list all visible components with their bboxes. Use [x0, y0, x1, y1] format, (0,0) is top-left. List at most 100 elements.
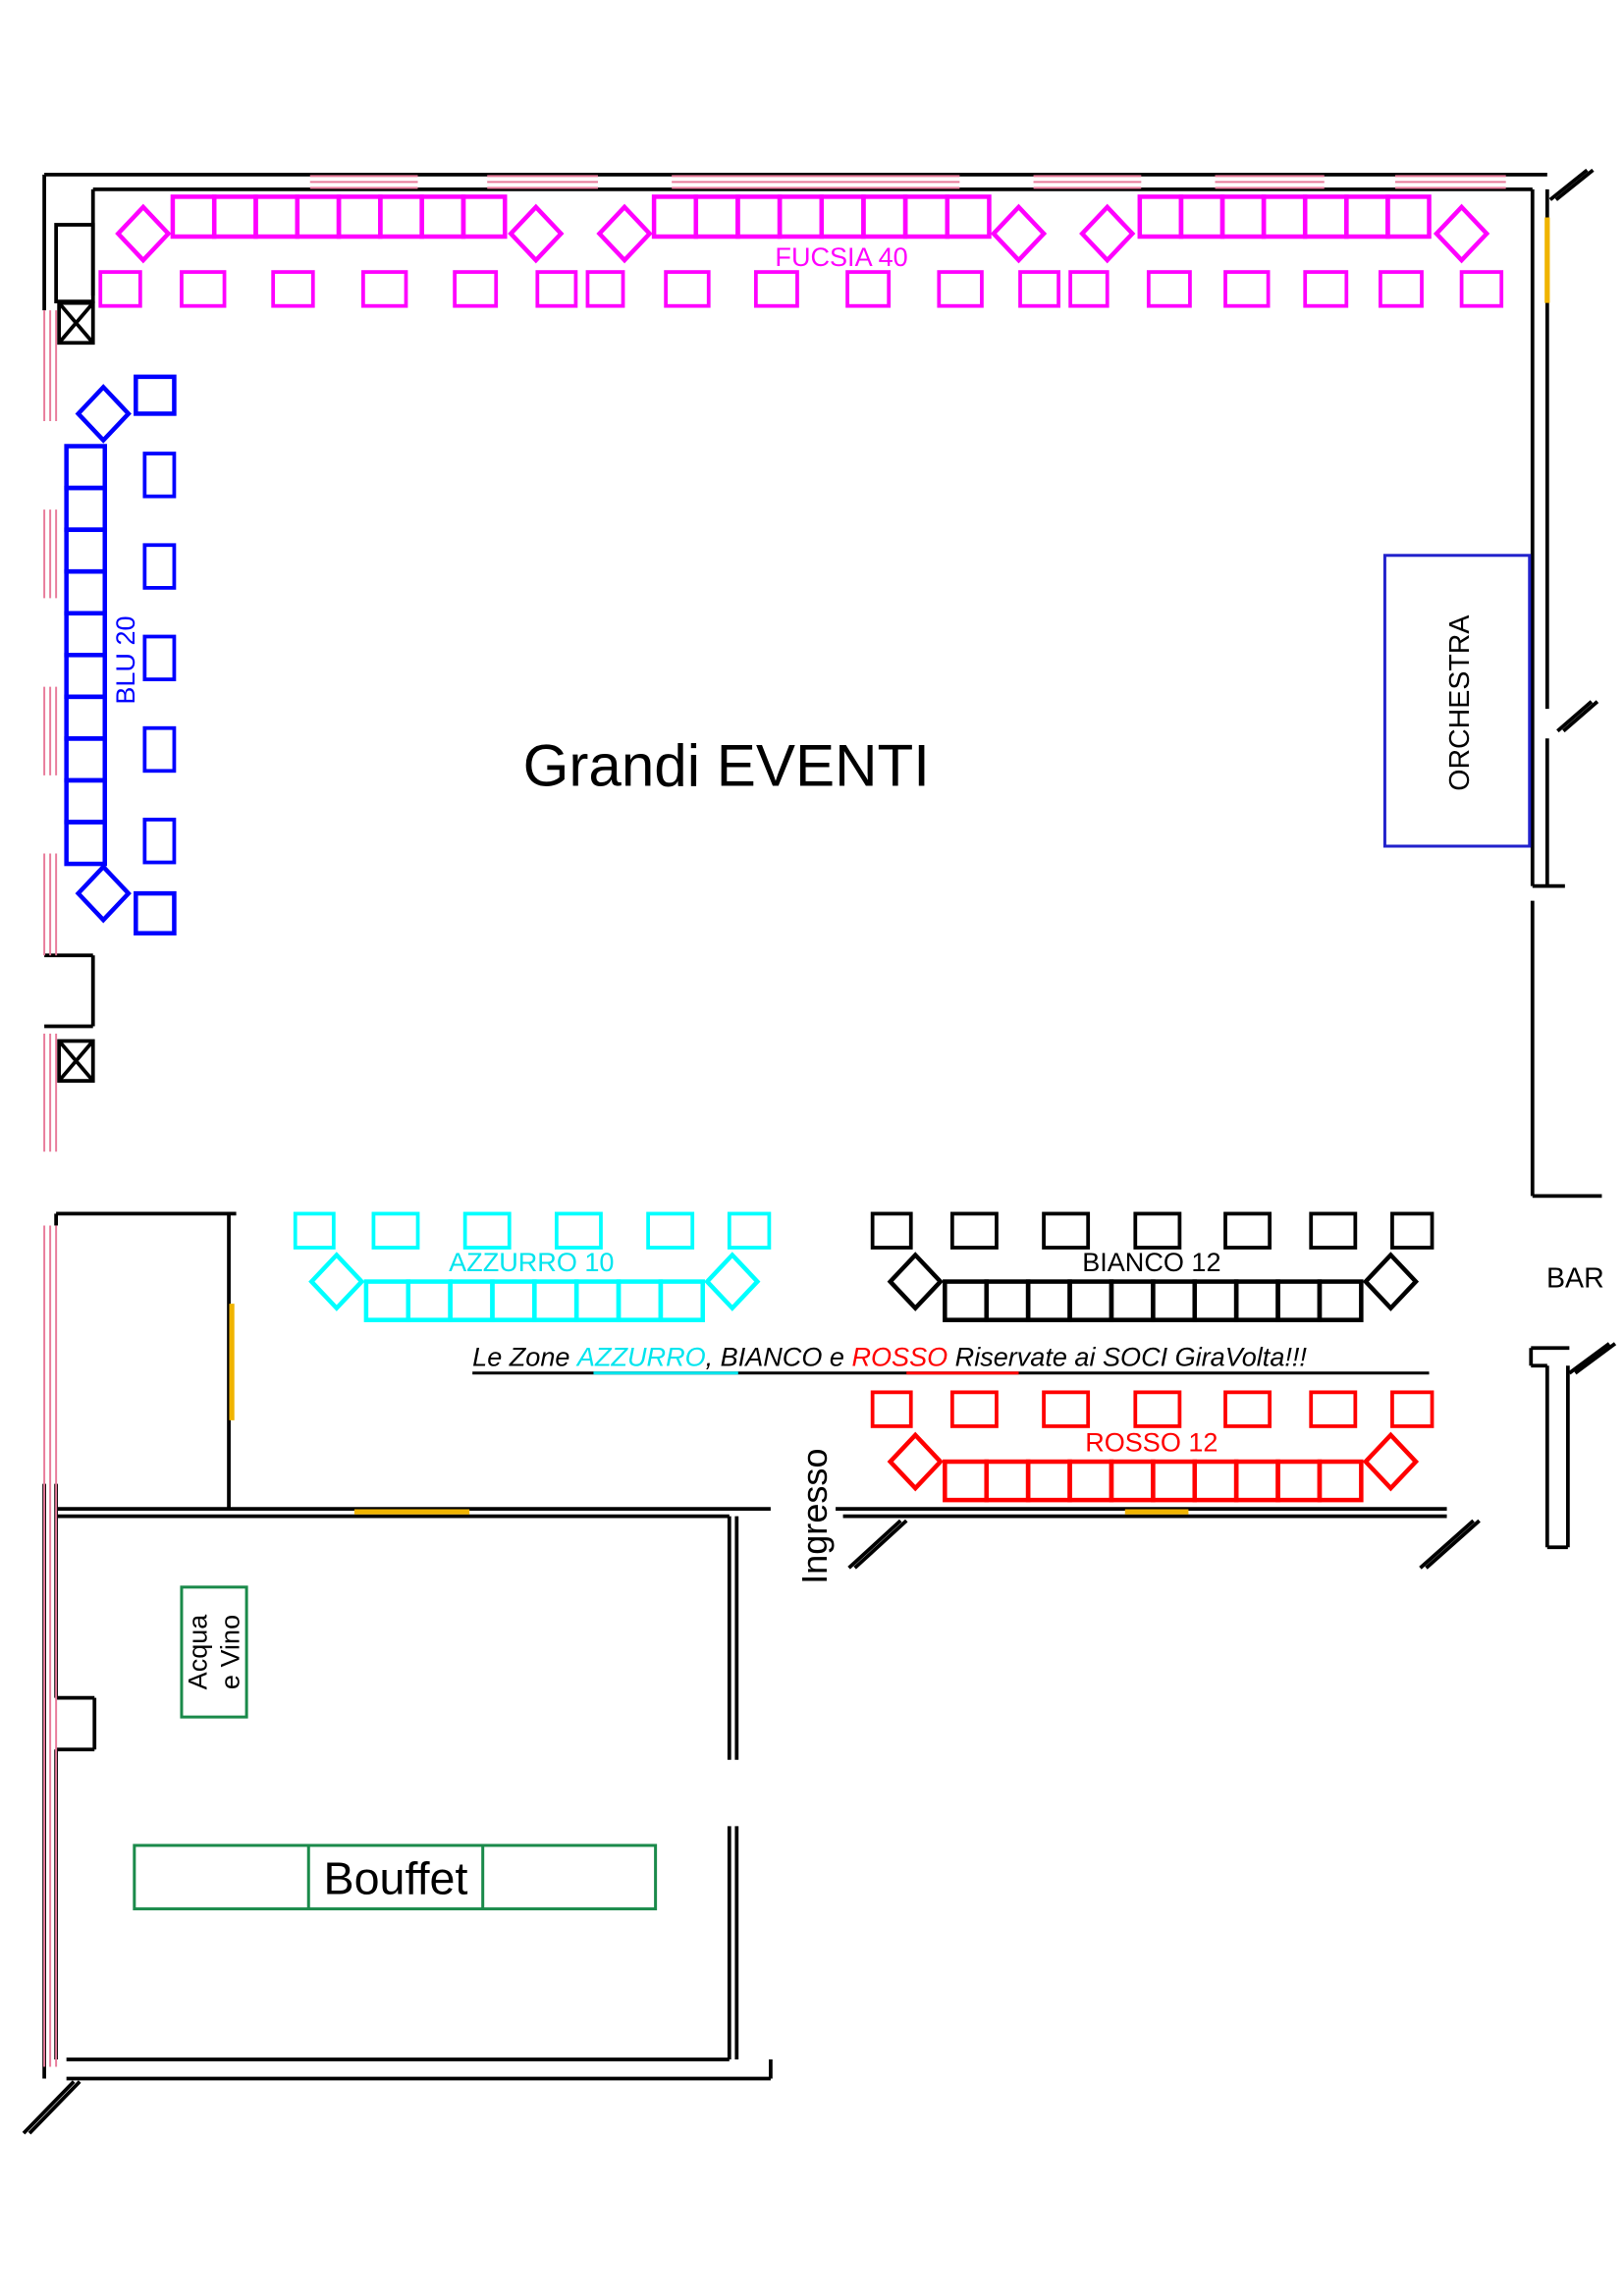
table-seat [870, 1390, 913, 1428]
table-seat [64, 820, 108, 867]
table-seat [902, 194, 950, 240]
table-seat [1233, 1279, 1280, 1322]
pillar [54, 223, 95, 304]
column-icon [57, 301, 95, 345]
table-corner [1362, 1252, 1420, 1311]
table-seat [64, 653, 108, 700]
table-seat [1390, 1211, 1435, 1250]
table-seat [943, 1279, 989, 1322]
table-seat [554, 1211, 603, 1250]
table-seat [616, 1279, 664, 1322]
table-seat [293, 1211, 336, 1250]
table-seat [573, 1279, 622, 1322]
table-seat [1042, 1390, 1091, 1428]
reserved-notice: Le Zone AZZURRO, BIANCO e ROSSO Riservat… [472, 1342, 1307, 1371]
wall-break-mark [27, 2080, 81, 2135]
bouffet-label: Bouffet [324, 1853, 468, 1904]
table-seat [945, 194, 992, 240]
table-seat [1133, 1211, 1182, 1250]
walls [22, 168, 1617, 2135]
table-corner [887, 1252, 944, 1311]
table-seat [1067, 1279, 1114, 1322]
table-seat [419, 194, 466, 240]
table-seat [532, 1279, 579, 1322]
table-seat [535, 270, 578, 308]
table-seat [1303, 270, 1349, 308]
wall-break-mark [1574, 1342, 1617, 1375]
table-corner [1362, 1431, 1420, 1492]
wall-break-mark [1419, 1519, 1475, 1570]
table-seat [295, 194, 342, 240]
table-seat [693, 194, 740, 240]
vino-label: e Vino [216, 1615, 245, 1689]
table-seat [134, 890, 177, 935]
table-seat [1068, 270, 1110, 308]
table-seat [1275, 1459, 1323, 1503]
table-seat [1309, 1211, 1358, 1250]
table-seat [211, 194, 258, 240]
table-seat [1309, 1390, 1358, 1428]
table-seat [378, 194, 424, 240]
table-seat [1151, 1279, 1197, 1322]
table-seat [1109, 1279, 1156, 1322]
table-seat [943, 1459, 989, 1503]
table-corner [508, 203, 565, 264]
table-seat [1223, 270, 1271, 308]
table-seat [1133, 1390, 1182, 1428]
table-seat [336, 194, 383, 240]
table-seat [134, 374, 177, 416]
wall-break-mark [1556, 700, 1594, 733]
tables [64, 194, 1504, 1503]
table-seat [1018, 270, 1060, 308]
table-seat [180, 270, 227, 308]
table-seat [753, 270, 799, 308]
wall-break-mark [847, 1519, 902, 1570]
table-seat [98, 270, 142, 308]
table-corner [704, 1252, 761, 1311]
table-seat [460, 194, 508, 240]
table-corner [308, 1252, 365, 1311]
table-corner [990, 203, 1048, 264]
table-seat [651, 194, 699, 240]
table-seat [1302, 194, 1349, 240]
table-seat [1317, 1459, 1364, 1503]
table-seat [1459, 270, 1504, 308]
table-seat [170, 194, 217, 240]
wall-break-mark [1425, 1519, 1481, 1570]
table-seat [142, 543, 177, 590]
table-seat [777, 194, 825, 240]
page-title: Grandi EVENTI [523, 732, 930, 798]
table-seat [453, 270, 499, 308]
table-seat [64, 568, 108, 615]
bar-label: BAR [1546, 1263, 1604, 1295]
table-seat [363, 1279, 411, 1322]
table-corner [75, 863, 132, 924]
table-seat [1192, 1459, 1239, 1503]
wall-break-mark [853, 1519, 908, 1570]
table-seat [845, 270, 892, 308]
table-seat [64, 611, 108, 658]
table-seat [1146, 270, 1192, 308]
table-seat [1025, 1459, 1072, 1503]
wall-break-mark [1568, 1342, 1611, 1375]
orchestra-stage [1382, 554, 1532, 848]
table-seat [142, 818, 177, 865]
table-seat [64, 736, 108, 783]
table-seat [64, 485, 108, 532]
table-seat [1223, 1211, 1272, 1250]
table-corner [887, 1431, 944, 1492]
table-seat [937, 270, 984, 308]
bianco-zone-label: BIANCO 12 [1082, 1248, 1220, 1277]
table-seat [64, 527, 108, 574]
ingresso-label: Ingresso [794, 1448, 835, 1583]
table-seat [1344, 194, 1390, 240]
table-seat [984, 1279, 1031, 1322]
table-seat [1192, 1279, 1239, 1322]
column-icon [57, 1039, 95, 1083]
azzurro-zone-label: AZZURRO 10 [449, 1248, 614, 1277]
table-corner [1079, 203, 1136, 264]
table-seat [984, 1459, 1031, 1503]
table-seat [1223, 1390, 1272, 1428]
wall-break-mark [1562, 700, 1599, 733]
